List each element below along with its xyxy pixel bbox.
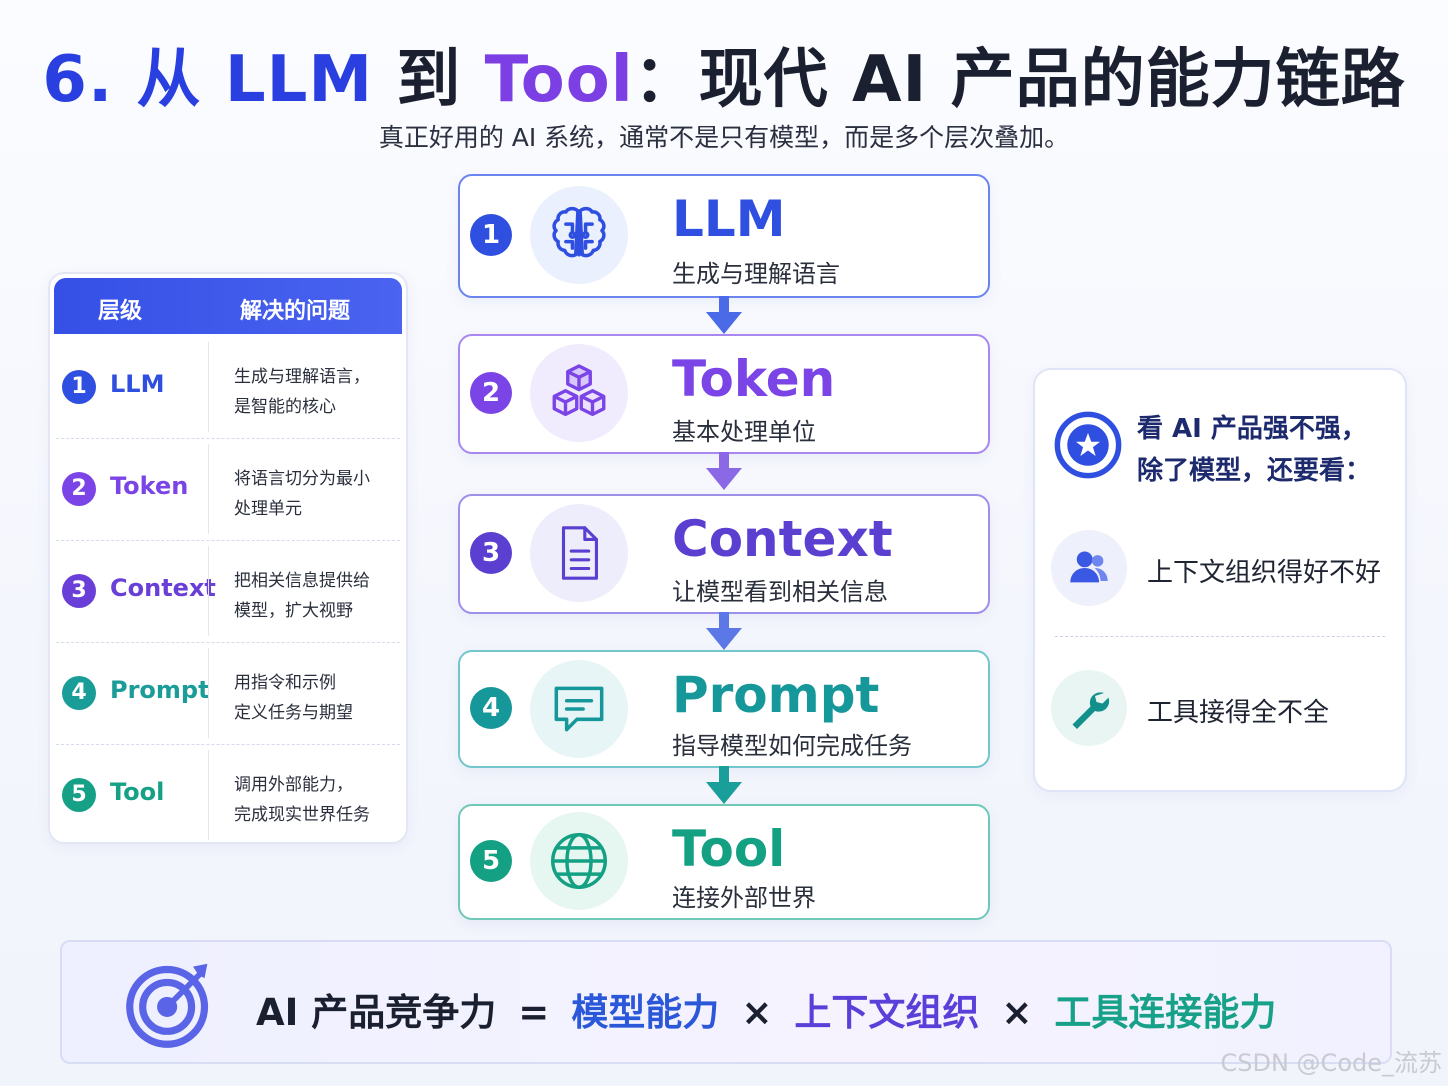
table-row: 2 Token 将语言切分为最小处理单元 [56,438,400,541]
row-description: 用指令和示例定义任务与期望 [234,673,353,723]
target-icon [126,963,209,1048]
header-problem: 解决的问题 [240,299,351,324]
flow-layer-description: 基本处理单位 [672,418,816,446]
formula-term-model: 模型能力 [571,991,720,1034]
evaluation-panel: 看 AI 产品强不强， 除了模型，还要看： 上下文组织得好不好 工具接得全不全 [1033,368,1407,792]
formula-times: × [741,991,773,1034]
flow-arrow-down [706,296,742,334]
row-number-badge: 2 [62,472,96,506]
brain-icon [530,186,628,284]
row-divider [208,546,209,636]
globe-icon [530,812,628,910]
cubes-icon [530,344,628,442]
flow-layer-description: 让模型看到相关信息 [672,578,888,606]
flow-layer-name: Token [672,350,836,408]
flow-arrow-down [706,452,742,490]
row-layer-name: Tool [110,778,165,806]
wrench-icon [1051,670,1127,746]
title-from-llm: 从 LLM [136,43,397,117]
users-icon [1051,530,1127,606]
chat-icon [530,660,628,758]
row-layer-name: LLM [110,370,165,398]
row-divider [208,750,209,840]
flow-number-badge: 5 [470,840,512,882]
flow-card-tool: 5 Tool 连接外部世界 [458,804,990,920]
panel-question: 看 AI 产品强不强， 除了模型，还要看： [1137,414,1372,486]
title-to: 到 [396,43,485,117]
table-row: 4 Prompt 用指令和示例定义任务与期望 [56,642,400,745]
flow-layer-name: Prompt [672,666,880,724]
row-number-badge: 3 [62,574,96,608]
document-icon [530,504,628,602]
flow-arrow-down [706,766,742,804]
row-number-badge: 4 [62,676,96,710]
watermark: CSDN @Code_流苏 [1220,1049,1443,1077]
table-row: 1 LLM 生成与理解语言，是智能的核心 [56,336,400,439]
row-layer-name: Token [110,472,189,500]
formula-times: × [1001,991,1033,1034]
row-description: 调用外部能力，完成现实世界任务 [234,775,370,825]
title-number: 6. [42,43,137,117]
table-row: 3 Context 把相关信息提供给模型，扩大视野 [56,540,400,643]
row-description: 生成与理解语言，是智能的核心 [234,367,370,417]
row-divider [208,342,209,432]
table-row: 5 Tool 调用外部能力，完成现实世界任务 [56,744,400,842]
layer-table: 层级 解决的问题 1 LLM 生成与理解语言，是智能的核心 2 Token 将语… [48,272,408,844]
page-subtitle: 真正好用的 AI 系统，通常不是只有模型，而是多个层次叠加。 [378,123,1070,152]
panel-divider [1055,636,1385,637]
row-layer-name: Context [110,574,216,602]
row-layer-name: Prompt [110,676,210,704]
flow-number-badge: 4 [470,687,512,729]
table-header: 层级 解决的问题 [54,278,402,334]
formula-lhs: AI 产品竞争力 [256,991,497,1034]
flow-number-badge: 2 [470,372,512,414]
row-number-badge: 5 [62,778,96,812]
page-title: 6. 从 LLM 到 Tool：现代 AI 产品的能力链路 [0,28,1448,120]
star-badge-icon [1054,411,1122,479]
title-rest: ：现代 AI 产品的能力链路 [633,43,1406,117]
row-description: 将语言切分为最小处理单元 [234,469,370,519]
formula-term-context: 上下文组织 [794,991,980,1034]
flow-layer-description: 生成与理解语言 [672,260,840,288]
flow-card-prompt: 4 Prompt 指导模型如何完成任务 [458,650,990,768]
flow-layer-description: 连接外部世界 [672,884,816,912]
formula-equals: = [518,991,550,1034]
title-tool: Tool [484,43,634,117]
flow-number-badge: 3 [470,532,512,574]
flow-layer-description: 指导模型如何完成任务 [672,732,912,760]
flow-layer-name: LLM [672,190,786,248]
formula-text: AI 产品竞争力 = 模型能力 × 上下文组织 × 工具连接能力 [256,982,1276,1036]
list-item: 工具接得全不全 [1049,670,1389,750]
formula-term-tool: 工具连接能力 [1054,991,1277,1034]
flow-arrow-down [706,612,742,650]
row-description: 把相关信息提供给模型，扩大视野 [234,571,370,621]
row-divider [208,444,209,534]
flow-card-llm: 1 LLM 生成与理解语言 [458,174,990,298]
competitiveness-formula: AI 产品竞争力 = 模型能力 × 上下文组织 × 工具连接能力 [60,940,1392,1064]
flow-card-context: 3 Context 让模型看到相关信息 [458,494,990,614]
row-divider [208,648,209,738]
panel-item-text: 工具接得全不全 [1147,698,1330,728]
panel-item-text: 上下文组织得好不好 [1147,558,1382,588]
flow-layer-name: Context [672,510,893,568]
flow-layer-name: Tool [672,820,786,878]
flow-card-token: 2 Token 基本处理单位 [458,334,990,454]
header-layer: 层级 [98,299,143,324]
list-item: 上下文组织得好不好 [1049,530,1389,610]
flow-number-badge: 1 [470,214,512,256]
row-number-badge: 1 [62,370,96,404]
